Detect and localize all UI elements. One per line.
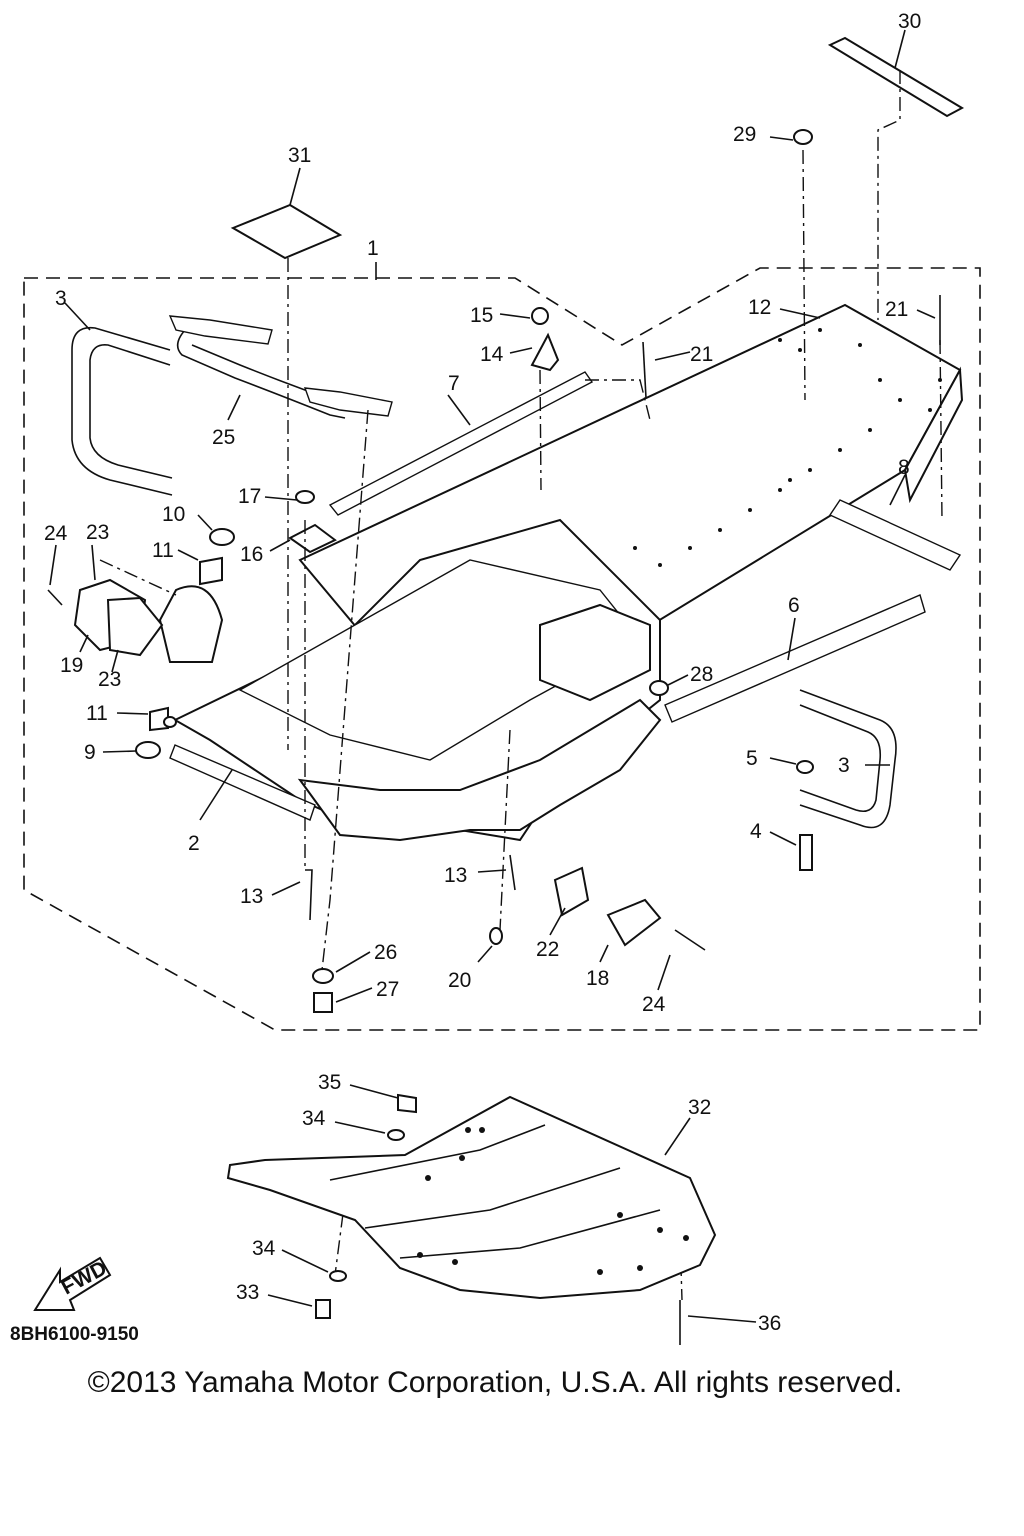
handle-25: [176, 329, 346, 419]
callout-22: 22: [536, 938, 559, 961]
bar-2: [169, 744, 316, 821]
decal-31: [230, 203, 343, 260]
motor-mount-box: [539, 603, 651, 702]
callout-15: 15: [470, 304, 493, 327]
bumper-right-inner: [799, 704, 882, 813]
skid-plate-32: [226, 1095, 717, 1300]
assembly-boundary: [23, 267, 981, 1031]
rail-6: [664, 594, 926, 723]
crossbar-8: [828, 499, 962, 571]
callout-23-lower: 23: [98, 668, 121, 691]
callout-13-left: 13: [240, 885, 263, 908]
callout-14: 14: [480, 343, 504, 366]
skid-plate-ridge-1: [329, 1124, 546, 1181]
callout-28: 28: [690, 663, 713, 686]
bumper-right: [799, 689, 897, 829]
callout-36: 36: [758, 1312, 781, 1335]
fwd-arrow-icon: FWD: [33, 1256, 112, 1311]
skid-plate-ridge-2: [364, 1167, 621, 1229]
callout-23-upper: 23: [86, 521, 109, 544]
callout-1: 1: [367, 237, 379, 260]
callout-24-left: 24: [44, 522, 68, 545]
callout-12: 12: [748, 296, 771, 319]
strip-30: [827, 36, 965, 118]
callout-35: 35: [318, 1071, 341, 1094]
handle-bracket-left: [168, 315, 273, 345]
callout-8: 8: [898, 456, 910, 479]
copyright-notice: ©2013 Yamaha Motor Corporation, U.S.A. A…: [87, 1366, 903, 1399]
callout-30: 30: [898, 10, 921, 33]
callout-21-right: 21: [885, 298, 908, 321]
lower-pan: [297, 698, 662, 842]
callout-3-left: 3: [55, 287, 67, 310]
callout-6: 6: [788, 594, 800, 617]
diagram-part-number: 8BH6100-9150: [10, 1324, 139, 1345]
callout-2: 2: [188, 832, 200, 855]
callout-13-center: 13: [444, 864, 467, 887]
callout-leaders: [49, 29, 936, 1323]
tunnel-rivets: [633, 328, 942, 567]
callout-labels: 30 29 31 1 3 15 14 21 12 21 7 25 17 10 1…: [44, 10, 921, 1335]
callout-11-lower: 11: [86, 702, 108, 725]
callout-27: 27: [376, 978, 399, 1001]
callout-29: 29: [733, 123, 756, 146]
callout-16: 16: [240, 543, 263, 566]
callout-31: 31: [288, 144, 311, 167]
callout-24-right: 24: [642, 993, 666, 1016]
callout-19: 19: [60, 654, 83, 677]
exploded-parts-diagram: FWD 30 29 31 1 3 15 14 21 12 21 7 25 17 …: [23, 10, 981, 1345]
nut-35: [397, 1093, 417, 1114]
skid-plate-ridge-3: [399, 1209, 661, 1259]
callout-33: 33: [236, 1281, 259, 1304]
callout-17: 17: [238, 485, 261, 508]
callout-7: 7: [448, 372, 460, 395]
skid-plate-holes: [417, 1127, 689, 1275]
callout-34-upper: 34: [302, 1107, 326, 1130]
callout-4: 4: [750, 820, 762, 843]
washer-34-lower: [329, 1270, 347, 1282]
callout-9: 9: [84, 741, 96, 764]
callout-25: 25: [212, 426, 235, 449]
bumper-left-inner: [89, 343, 173, 479]
rail-7: [328, 371, 594, 516]
callout-5: 5: [746, 747, 758, 770]
callout-34-lower: 34: [252, 1237, 276, 1260]
callout-26: 26: [374, 941, 397, 964]
callout-32: 32: [688, 1096, 711, 1119]
callout-10: 10: [162, 503, 185, 526]
callout-11-upper: 11: [152, 539, 174, 562]
callout-21-center: 21: [690, 343, 713, 366]
fwd-label: FWD: [58, 1257, 111, 1300]
leader-lines: [99, 70, 943, 1301]
handle-bracket-right: [303, 387, 393, 417]
callout-18: 18: [586, 967, 609, 990]
bolt-33: [315, 1299, 331, 1319]
callout-20: 20: [448, 969, 471, 992]
small-parts: [47, 129, 941, 1013]
callout-3-right: 3: [838, 754, 850, 777]
washer-34-upper: [387, 1129, 405, 1141]
tunnel-side: [903, 366, 964, 504]
bumper-left: [71, 326, 173, 496]
